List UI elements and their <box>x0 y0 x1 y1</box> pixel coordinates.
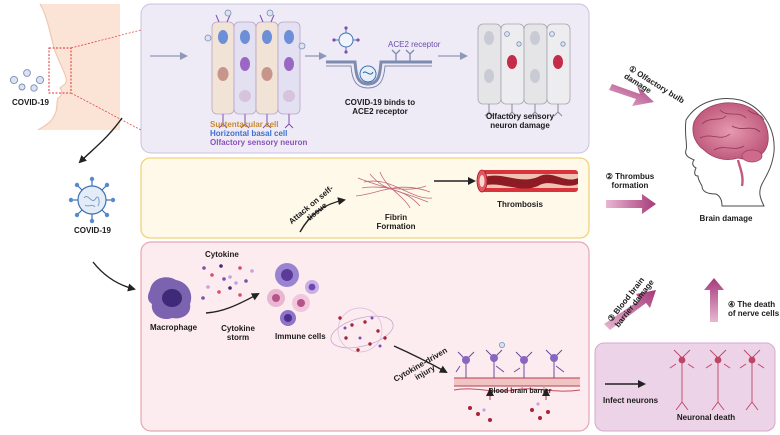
olfactory-damage-line2: neuron damage <box>490 121 550 131</box>
cytokine-label: Cytokine <box>205 250 239 259</box>
ace2-binding-illustration <box>326 26 432 89</box>
thrombus-line2: formation <box>611 181 649 191</box>
arrow-attack-to-fibrin <box>299 197 346 233</box>
fibrin-strands <box>355 171 433 209</box>
neuronal-death-label: Neuronal death <box>676 413 736 422</box>
arrow-covid-to-cytokine <box>92 261 136 292</box>
neuronal-death-panel <box>594 342 776 432</box>
fibrin-line1: Fibrin <box>384 213 408 222</box>
immune-cells-label: Immune cells <box>275 332 326 341</box>
arrow-face-to-covid <box>78 117 123 164</box>
cytokine-storm-label: Cytokine storm <box>221 324 255 342</box>
nerve-death-label: ④ The death of nerve cells <box>728 300 779 318</box>
thrombus-formation-label: ② Thrombus formation <box>606 172 655 190</box>
cytokine-particles <box>201 264 254 300</box>
covid-virus-large <box>68 176 116 224</box>
olfactory-damage-line1: Olfactory sensory <box>485 112 555 121</box>
legend-olfactory-sensory-neuron: Olfactory sensory neuron <box>210 138 308 148</box>
cytokine-panel <box>140 241 590 432</box>
covid-label-top: COVID-19 <box>12 98 49 107</box>
thrombosis-vessel <box>476 169 578 193</box>
ace2-receptor-label: ACE2 receptor <box>388 40 441 49</box>
thrombosis-label: Thrombosis <box>497 200 543 209</box>
nerve-death-line1: ④ The death <box>728 300 776 309</box>
infect-neurons-label: Infect neurons <box>603 396 659 405</box>
covid-binds-line1: COVID-19 binds to <box>344 98 416 107</box>
macrophage-label: Macrophage <box>150 323 198 332</box>
arrow-nerve-death <box>704 278 724 322</box>
arrow-olfactory-bulb <box>609 84 654 106</box>
olfactory-epithelium <box>204 9 306 129</box>
blood-brain-barrier-illustration <box>453 341 581 422</box>
fibrin-formation-label: Fibrin Formation <box>376 213 415 231</box>
macrophage <box>148 277 192 320</box>
virus-particles-entry <box>9 69 45 92</box>
cell-legend: Sustentacular cell Horizontal basal cell… <box>210 120 307 148</box>
cytokine-cloud <box>330 307 394 353</box>
covid-label-middle: COVID-19 <box>74 226 111 235</box>
olfactory-damage-label: Olfactory sensory neuron damage <box>486 112 554 130</box>
thrombus-line1: ② Thrombus <box>605 172 655 181</box>
immune-cells <box>267 263 319 326</box>
legend-horizontal-basal-cell: Horizontal basal cell <box>210 129 288 139</box>
cytokine-storm-line1: Cytokine <box>221 324 255 333</box>
arrow-bbb-damage <box>604 290 656 330</box>
brain-damage-label: Brain damage <box>699 214 753 223</box>
blood-brain-barrier-label: Blood brain barrier <box>488 388 552 395</box>
fibrin-line2: Formation <box>376 222 416 232</box>
legend-sustentacular-cell: Sustentacular cell <box>210 120 279 129</box>
face-profile <box>37 3 142 131</box>
covid-binds-line2: ACE2 receptor <box>352 107 408 117</box>
cytokine-storm-line2: storm <box>226 333 250 343</box>
arrow-storm-to-immune <box>205 293 260 314</box>
neuron-bodies <box>678 356 756 364</box>
covid-binds-label: COVID-19 binds to ACE2 receptor <box>345 98 415 116</box>
arrow-cloud-to-bbb <box>393 345 448 373</box>
arrow-thrombus <box>606 194 656 214</box>
human-head-profile <box>684 98 775 207</box>
nerve-death-line2: of nerve cells <box>728 309 780 319</box>
damaged-olfactory-neurons <box>477 23 571 117</box>
